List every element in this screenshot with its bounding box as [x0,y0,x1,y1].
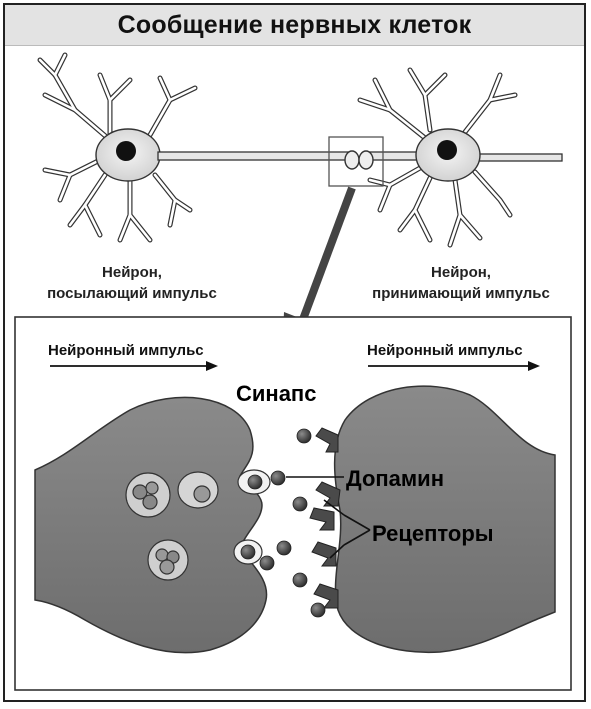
impulse-label-left: Нейронный импульс [48,342,204,359]
receiving-neuron-label: Нейрон, принимающий импульс [355,262,567,304]
sending-neuron [37,52,198,243]
diagram-title: Сообщение нервных клеток [117,10,472,39]
title-bar: Сообщение нервных клеток [5,5,584,46]
sending-neuron-label: Нейрон, посылающий импульс [32,262,232,304]
impulse-arrow-right [368,361,540,371]
receiving-neuron-label-line1: Нейрон, [431,264,491,281]
presynaptic-terminal [34,396,271,654]
sending-neuron-label-line1: Нейрон, [102,264,162,281]
impulse-label-right: Нейронный импульс [367,342,523,359]
receptors-label: Рецепторы [372,521,494,546]
synapse-label: Синапс [236,381,317,406]
impulse-arrow-left [50,361,218,371]
leader-lines [286,476,371,559]
axon [157,151,351,161]
dopamine-label: Допамин [346,466,444,491]
sending-neuron-label-line2: посылающий импульс [47,285,217,302]
receptors [309,427,341,609]
postsynaptic-terminal [333,385,556,654]
receiving-neuron-label-line2: принимающий импульс [372,285,550,302]
receiving-neuron [357,67,563,248]
dopamine-molecules [240,428,326,618]
synapse-zoom-box [328,136,384,187]
